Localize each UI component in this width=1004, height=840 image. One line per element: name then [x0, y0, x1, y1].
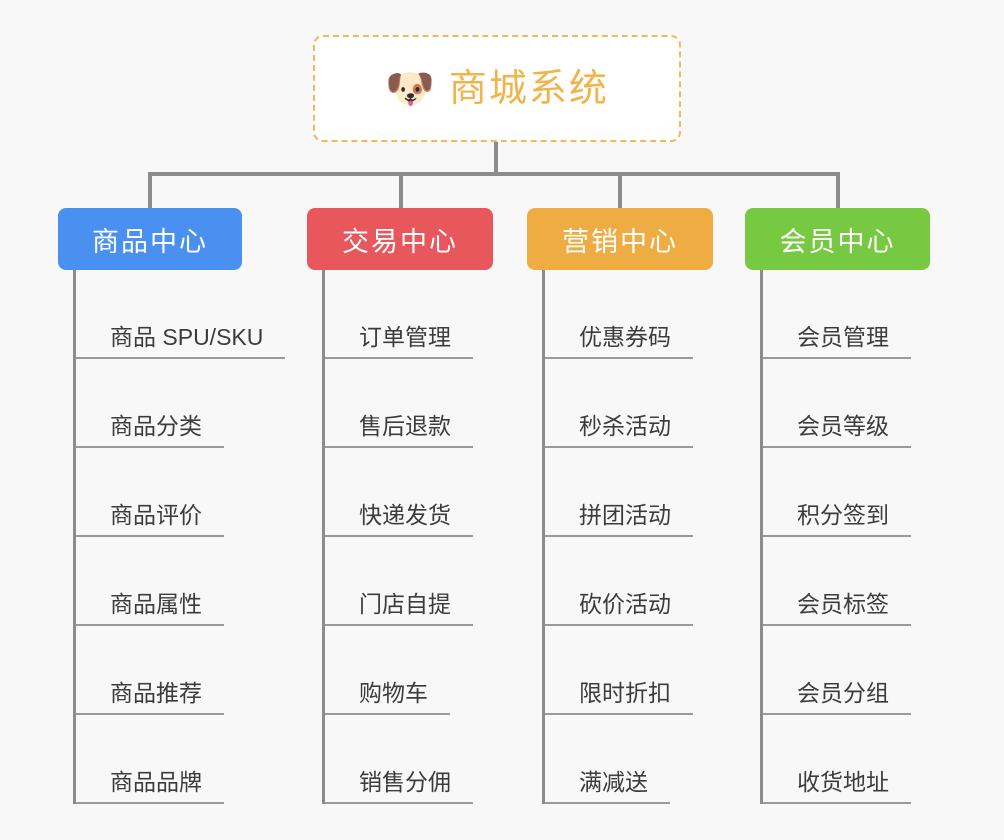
list-item[interactable]: 销售分佣 [325, 715, 473, 804]
root-node[interactable]: 🐶 商城系统 [313, 35, 681, 142]
list-item-label: 商品评价 [76, 496, 224, 537]
list-item-label: 订单管理 [325, 318, 473, 359]
connector-trunk [494, 142, 498, 176]
list-item[interactable]: 商品 SPU/SKU [76, 270, 286, 359]
connector-drop-4 [836, 172, 840, 208]
category-header-3[interactable]: 营销中心 [527, 208, 713, 270]
category-item-list: 优惠券码秒杀活动拼团活动砍价活动限时折扣满减送 [542, 270, 693, 804]
shiba-dog-face-icon: 🐶 [385, 66, 435, 111]
list-item-label: 购物车 [325, 674, 450, 715]
list-item[interactable]: 会员分组 [763, 626, 911, 715]
list-item[interactable]: 积分签到 [763, 448, 911, 537]
category-header-label: 交易中心 [342, 226, 458, 257]
category-item-list: 会员管理会员等级积分签到会员标签会员分组收货地址 [760, 270, 911, 804]
category-header-4[interactable]: 会员中心 [745, 208, 930, 270]
list-item-label: 会员管理 [763, 318, 911, 359]
list-item-label: 拼团活动 [545, 496, 693, 537]
list-item-label: 门店自提 [325, 585, 473, 626]
connector-bar [148, 172, 840, 176]
list-item-label: 商品分类 [76, 407, 224, 448]
list-item[interactable]: 会员等级 [763, 359, 911, 448]
root-title: 商城系统 [448, 67, 609, 110]
list-item-label: 商品推荐 [76, 674, 224, 715]
list-item-label: 砍价活动 [545, 585, 693, 626]
connector-drop-2 [399, 172, 403, 208]
list-item-label: 收货地址 [763, 763, 911, 804]
list-item[interactable]: 满减送 [545, 715, 693, 804]
list-item[interactable]: 商品评价 [76, 448, 285, 537]
list-item-label: 限时折扣 [545, 674, 693, 715]
list-item[interactable]: 收货地址 [763, 715, 911, 804]
list-item[interactable]: 优惠券码 [545, 270, 693, 359]
list-item-label: 快递发货 [325, 496, 473, 537]
list-item-label: 售后退款 [325, 407, 473, 448]
category-header-label: 营销中心 [562, 226, 678, 257]
list-item[interactable]: 限时折扣 [545, 626, 693, 715]
list-item-label: 会员分组 [763, 674, 911, 715]
list-item-label: 满减送 [545, 763, 670, 804]
list-item-label: 商品 SPU/SKU [76, 318, 286, 359]
category-header-label: 商品中心 [92, 226, 208, 257]
category-item-list: 商品 SPU/SKU 商品分类商品评价商品属性商品推荐商品品牌 [73, 270, 286, 804]
list-item-label: 商品属性 [76, 585, 224, 626]
list-item-label: 会员等级 [763, 407, 911, 448]
list-item[interactable]: 拼团活动 [545, 448, 693, 537]
list-item[interactable]: 商品属性 [76, 537, 285, 626]
list-item[interactable]: 订单管理 [325, 270, 473, 359]
list-item[interactable]: 购物车 [325, 626, 473, 715]
list-item[interactable]: 快递发货 [325, 448, 473, 537]
list-item[interactable]: 商品品牌 [76, 715, 285, 804]
list-item[interactable]: 门店自提 [325, 537, 473, 626]
connector-drop-1 [148, 172, 152, 208]
category-header-1[interactable]: 商品中心 [58, 208, 242, 270]
list-item-label: 商品品牌 [76, 763, 224, 804]
list-item[interactable]: 秒杀活动 [545, 359, 693, 448]
list-item[interactable]: 售后退款 [325, 359, 473, 448]
list-item[interactable]: 会员管理 [763, 270, 911, 359]
list-item-label: 会员标签 [763, 585, 911, 626]
list-item[interactable]: 商品分类 [76, 359, 285, 448]
list-item[interactable]: 砍价活动 [545, 537, 693, 626]
category-header-label: 会员中心 [779, 226, 896, 257]
list-item[interactable]: 会员标签 [763, 537, 911, 626]
connector-drop-3 [618, 172, 622, 208]
list-item[interactable]: 商品推荐 [76, 626, 285, 715]
category-header-2[interactable]: 交易中心 [307, 208, 493, 270]
category-item-list: 订单管理售后退款快递发货门店自提购物车销售分佣 [322, 270, 473, 804]
list-item-label: 优惠券码 [545, 318, 693, 359]
list-item-label: 积分签到 [763, 496, 911, 537]
list-item-label: 秒杀活动 [545, 407, 693, 448]
list-item-label: 销售分佣 [325, 763, 473, 804]
